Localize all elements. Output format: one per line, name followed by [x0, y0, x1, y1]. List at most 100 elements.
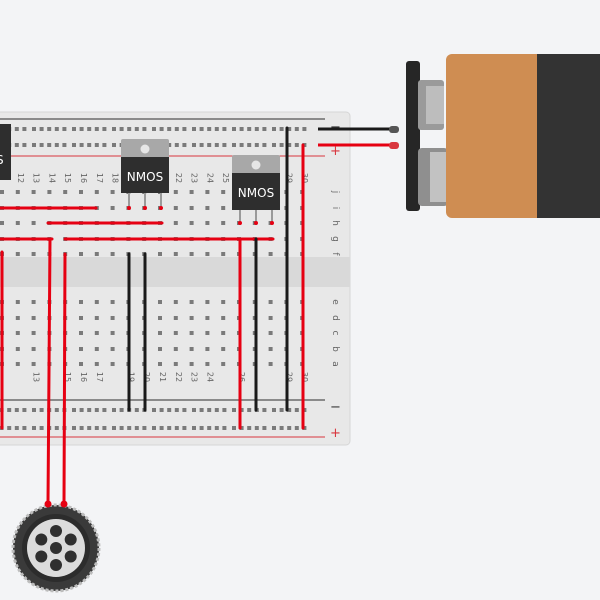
breadboard-hole: [159, 408, 164, 412]
column-label: 29: [284, 173, 293, 183]
battery-9v-icon[interactable]: [406, 54, 600, 218]
breadboard-hole: [221, 252, 226, 256]
breadboard-hole: [199, 408, 204, 412]
breadboard-hole: [221, 221, 226, 225]
breadboard-hole: [31, 300, 36, 304]
mosfet-2-pin-end: [254, 221, 258, 225]
mosfet-icon[interactable]: NMOS: [232, 155, 280, 225]
breadboard-hole: [14, 127, 19, 131]
mosfet-1-pin-end: [127, 206, 131, 210]
column-label: 25: [221, 173, 230, 183]
breadboard-hole: [112, 143, 116, 147]
breadboard-hole: [94, 408, 99, 412]
breadboard-hole: [182, 408, 187, 412]
breadboard-hole: [272, 426, 276, 430]
breadboard-hole: [47, 127, 52, 131]
breadboard-hole: [158, 316, 162, 320]
breadboard-hole: [192, 143, 196, 147]
breadboard-hole: [79, 143, 84, 147]
breadboard-hole: [232, 426, 236, 430]
breadboard-hole: [119, 426, 124, 430]
speaker-hole: [35, 533, 48, 546]
breadboard-hole: [87, 143, 92, 147]
breadboard-hole: [205, 362, 210, 366]
breadboard-hole: [15, 347, 20, 351]
speaker-hole: [50, 559, 62, 571]
breadboard-hole: [279, 408, 284, 412]
breadboard-hole: [159, 127, 164, 131]
breadboard-hole: [232, 408, 236, 412]
breadboard-hole: [222, 408, 227, 412]
breadboard-hole: [192, 408, 196, 412]
breadboard-hole: [7, 426, 12, 430]
breadboard-hole: [79, 362, 83, 366]
breadboard-hole: [47, 143, 52, 147]
breadboard-hole: [94, 331, 99, 335]
mosfet-1-label: NMOS: [127, 170, 163, 184]
row-label: e: [330, 299, 340, 305]
breadboard-hole: [142, 426, 147, 430]
battery-clip: [406, 61, 420, 211]
mosfet-1-pin-end: [159, 206, 163, 210]
breadboard-hole: [0, 190, 4, 194]
breadboard-hole: [268, 331, 273, 335]
mosfet-2-pin-end: [270, 221, 274, 225]
battery-terminal-positive-inner: [430, 152, 448, 202]
column-label: 16: [79, 372, 88, 382]
mosfet-icon[interactable]: S: [0, 124, 11, 180]
breadboard-hole: [22, 127, 27, 131]
breadboard-hole: [102, 426, 107, 430]
breadboard-hole: [167, 426, 172, 430]
breadboard-hole: [221, 362, 226, 366]
breadboard-hole: [31, 316, 36, 320]
column-label: 22: [174, 372, 183, 382]
column-label: 15: [63, 372, 72, 382]
breadboard-hole: [205, 331, 210, 335]
breadboard-hole: [15, 221, 20, 225]
breadboard-hole: [221, 331, 226, 335]
breadboard-hole: [222, 426, 227, 430]
breadboard-hole: [182, 127, 187, 131]
breadboard-hole: [207, 426, 212, 430]
breadboard-hole: [127, 426, 132, 430]
breadboard-hole: [15, 331, 20, 335]
row-label: a: [330, 361, 340, 367]
row-label: h: [330, 220, 340, 226]
row-label: c: [330, 331, 340, 336]
breadboard-hole: [15, 190, 20, 194]
breadboard-hole: [214, 408, 219, 412]
breadboard-hole: [79, 252, 83, 256]
breadboard-hole: [272, 408, 276, 412]
mosfet-cut-body: [0, 124, 11, 180]
breadboard-hole: [189, 206, 194, 210]
breadboard-hole: [54, 127, 59, 131]
breadboard-hole: [174, 408, 179, 412]
mosfet-icon[interactable]: NMOS: [121, 139, 169, 210]
breadboard-hole: [39, 408, 44, 412]
breadboard-hole: [268, 347, 273, 351]
breadboard-hole: [119, 127, 124, 131]
breadboard-hole: [221, 300, 226, 304]
breadboard-hole: [79, 316, 83, 320]
breadboard-hole: [158, 347, 162, 351]
breadboard-hole: [79, 347, 83, 351]
breadboard-hole: [63, 190, 68, 194]
breadboard-hole: [7, 408, 12, 412]
breadboard-hole: [31, 252, 36, 256]
breadboard-hole: [72, 143, 76, 147]
speaker-icon[interactable]: [11, 500, 101, 593]
breadboard-hole: [214, 143, 219, 147]
breadboard-hole: [222, 127, 227, 131]
breadboard-hole: [112, 408, 116, 412]
breadboard-hole: [279, 426, 284, 430]
mosfet-2-tab-hole: [251, 160, 261, 170]
mosfet-1-tab-hole: [140, 144, 150, 154]
column-label: 30: [300, 173, 309, 183]
battery-negative-connector: [389, 126, 399, 133]
breadboard-hole: [262, 127, 267, 131]
breadboard-hole: [268, 300, 273, 304]
breadboard-center-channel: [0, 257, 350, 287]
breadboard-hole: [14, 143, 19, 147]
column-label: 24: [205, 173, 214, 183]
column-label: 17: [95, 372, 104, 382]
